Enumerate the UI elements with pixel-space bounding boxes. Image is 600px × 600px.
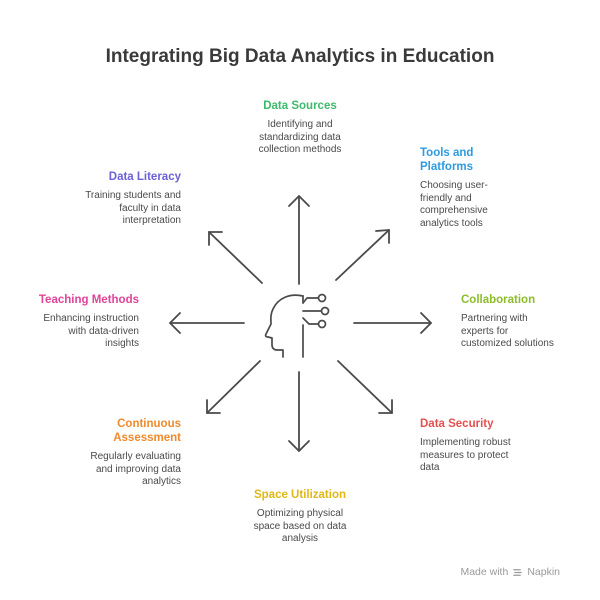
arrow-to-continuous-assessment [206, 360, 261, 414]
collaboration-title: Collaboration [461, 294, 536, 306]
data-literacy-title: Data Literacy [108, 171, 181, 183]
teaching-methods-title: Teaching Methods [38, 294, 139, 306]
arrow-to-tools-platforms [335, 229, 390, 281]
node-space-utilization: Space Utilization Optimizing physical sp… [220, 488, 380, 546]
node-continuous-assessment: Continuous Assessment Regularly evaluati… [40, 417, 181, 489]
head-with-circuit-icon [264, 293, 330, 358]
continuous-assessment-desc: Regularly evaluating and improving data … [90, 451, 181, 487]
arrow-to-space-utilization [288, 371, 310, 452]
node-collaboration: Collaboration Partnering with experts fo… [461, 293, 591, 351]
data-security-title: Data Security [420, 418, 494, 430]
data-sources-desc: Identifying and standardizing data colle… [258, 119, 342, 155]
data-security-desc: Implementing robust measures to protect … [420, 437, 511, 473]
tools-platforms-desc: Choosing user- friendly and comprehensiv… [420, 180, 488, 229]
arrow-to-collaboration [353, 312, 432, 334]
node-data-security: Data Security Implementing robust measur… [420, 417, 550, 475]
continuous-assessment-title: Continuous Assessment [113, 418, 181, 444]
arrow-to-data-sources [288, 195, 310, 285]
node-tools-platforms: Tools and Platforms Choosing user- frien… [420, 146, 550, 230]
arrow-to-data-literacy [208, 231, 263, 284]
node-data-sources: Data Sources Identifying and standardizi… [220, 99, 380, 157]
arrow-to-data-security [337, 360, 393, 414]
node-teaching-methods: Teaching Methods Enhancing instruction w… [20, 293, 139, 351]
page-title: Integrating Big Data Analytics in Educat… [105, 46, 495, 67]
data-literacy-desc: Training students and faculty in data in… [85, 190, 181, 226]
tools-platforms-title: Tools and Platforms [420, 147, 474, 173]
collaboration-desc: Partnering with experts for customized s… [461, 313, 554, 349]
space-utilization-desc: Optimizing physical space based on data … [253, 508, 347, 544]
space-utilization-title: Space Utilization [253, 489, 347, 501]
napkin-logo-icon [513, 568, 523, 576]
teaching-methods-desc: Enhancing instruction with data-driven i… [43, 313, 139, 349]
made-with-napkin-footer: Made with Napkin [460, 566, 560, 578]
footer-prefix: Made with [460, 566, 509, 578]
arrow-to-teaching-methods [169, 312, 245, 334]
footer-brand: Napkin [527, 566, 560, 578]
data-sources-title: Data Sources [263, 100, 337, 112]
node-data-literacy: Data Literacy Training students and facu… [40, 170, 181, 228]
